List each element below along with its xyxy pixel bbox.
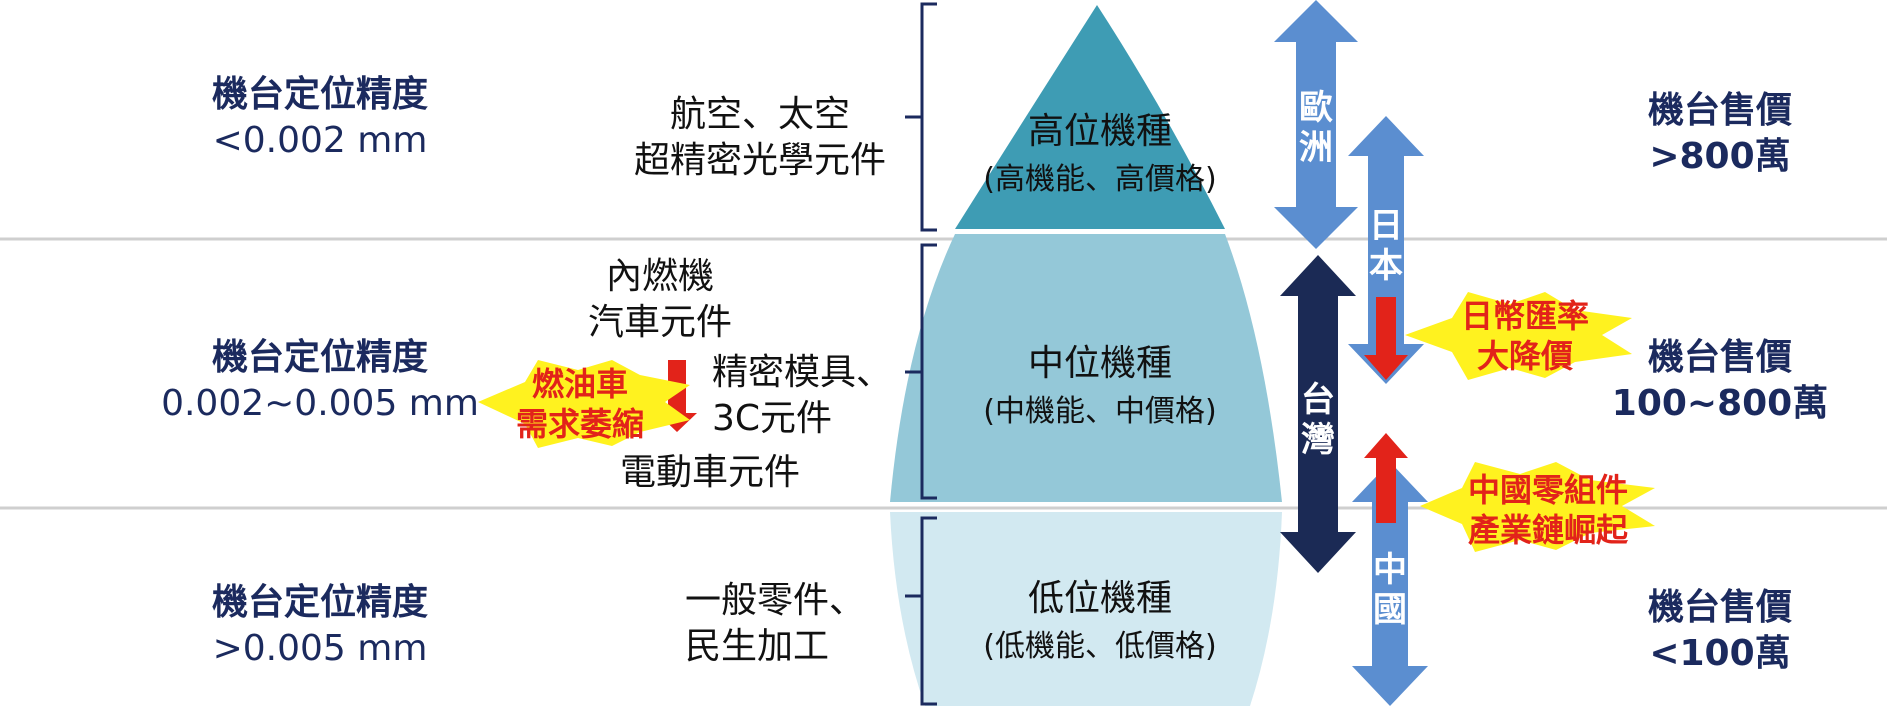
callout-line: 中國零組件 <box>1467 471 1628 509</box>
yen-burst <box>1405 292 1632 380</box>
callout-yen: 日幣匯率 大降價 <box>1440 296 1610 376</box>
yen-down-arrow <box>1364 297 1408 380</box>
china-burst <box>1420 462 1655 552</box>
tier-name: 中位機種 <box>1027 343 1172 384</box>
bracket-mid <box>905 243 937 500</box>
fuel-burst <box>478 360 690 448</box>
application-item: 內燃機 <box>605 256 714 297</box>
price-mid: 機台售價 100~800萬 <box>1580 335 1860 427</box>
applications-high: 航空、太空 超精密光學元件 <box>610 92 910 184</box>
callout-china-rise: 中國零組件 產業鏈崛起 <box>1448 470 1648 550</box>
precision-value: <0.002 mm <box>212 120 428 161</box>
tier-desc: (中機能、中價格) <box>983 394 1217 429</box>
callout-fuel: 燃油車 需求萎縮 <box>510 364 650 444</box>
precision-value: 0.002~0.005 mm <box>161 383 479 424</box>
tier-low-shape <box>890 512 1282 706</box>
region-char: 本 <box>1369 246 1403 286</box>
callout-line: 燃油車 <box>531 365 628 403</box>
china-arrow <box>1352 462 1428 706</box>
callout-line: 大降價 <box>1476 337 1573 375</box>
region-char: 國 <box>1373 590 1407 630</box>
precision-value: >0.005 mm <box>212 628 428 669</box>
europe-arrow <box>1274 0 1358 249</box>
tier-desc: (高機能、高價格) <box>983 162 1217 197</box>
applications-mid-top: 內燃機 汽車元件 <box>560 254 760 346</box>
bracket-high <box>905 2 937 232</box>
tier-low-label: 低位機種 (低機能、低價格) <box>950 575 1250 671</box>
price-label: 機台售價 <box>1647 337 1792 378</box>
price-value: >800萬 <box>1649 136 1791 177</box>
tier-desc: (低機能、低價格) <box>983 629 1217 664</box>
price-low: 機台售價 <100萬 <box>1600 585 1840 677</box>
region-char: 日 <box>1369 206 1403 246</box>
price-label: 機台售價 <box>1647 90 1792 131</box>
china-up-arrow <box>1364 433 1408 523</box>
region-char: 台 <box>1301 380 1335 420</box>
japan-arrow <box>1348 116 1424 384</box>
price-value: <100萬 <box>1649 633 1791 674</box>
taiwan-arrow <box>1280 255 1356 573</box>
application-item: 3C元件 <box>712 398 833 439</box>
region-char: 灣 <box>1301 420 1335 460</box>
tier-name: 低位機種 <box>1027 578 1172 619</box>
price-high: 機台售價 >800萬 <box>1590 88 1850 180</box>
application-item: 汽車元件 <box>587 302 732 343</box>
tier-mid-shape <box>890 234 1282 502</box>
region-char: 洲 <box>1299 128 1333 168</box>
region-china: 中 國 <box>1370 550 1410 630</box>
application-item: 超精密光學元件 <box>633 140 886 181</box>
precision-high: 機台定位精度 <0.002 mm <box>150 72 490 164</box>
region-europe: 歐 洲 <box>1296 88 1336 168</box>
callout-line: 需求萎縮 <box>515 405 644 443</box>
tier-mid-label: 中位機種 (中機能、中價格) <box>950 340 1250 436</box>
application-item: 民生加工 <box>685 626 830 667</box>
precision-mid: 機台定位精度 0.002~0.005 mm <box>120 335 520 427</box>
callout-line: 日幣匯率 <box>1460 297 1589 335</box>
precision-label: 機台定位精度 <box>211 74 428 115</box>
tier-high-shape <box>955 5 1225 229</box>
bracket-low <box>905 516 937 706</box>
application-item: 一般零件、 <box>685 580 866 621</box>
price-label: 機台售價 <box>1647 587 1792 628</box>
region-taiwan: 台 灣 <box>1298 380 1338 460</box>
precision-label: 機台定位精度 <box>211 337 428 378</box>
region-japan: 日 本 <box>1366 206 1406 286</box>
precision-label: 機台定位精度 <box>211 582 428 623</box>
price-value: 100~800萬 <box>1611 383 1829 424</box>
applications-low: 一般零件、 民生加工 <box>685 578 885 670</box>
tier-name: 高位機種 <box>1027 111 1172 152</box>
applications-mid-right: 精密模具、 3C元件 <box>712 350 912 442</box>
region-char: 中 <box>1373 550 1407 590</box>
callout-line: 產業鏈崛起 <box>1467 511 1628 549</box>
application-item: 電動車元件 <box>619 452 800 493</box>
region-char: 歐 <box>1299 88 1333 128</box>
tier-high-label: 高位機種 (高機能、高價格) <box>950 108 1250 204</box>
application-item: 精密模具、 <box>712 352 893 393</box>
precision-low: 機台定位精度 >0.005 mm <box>150 580 490 672</box>
applications-mid-bottom: 電動車元件 <box>600 450 820 496</box>
application-item: 航空、太空 <box>669 94 850 135</box>
